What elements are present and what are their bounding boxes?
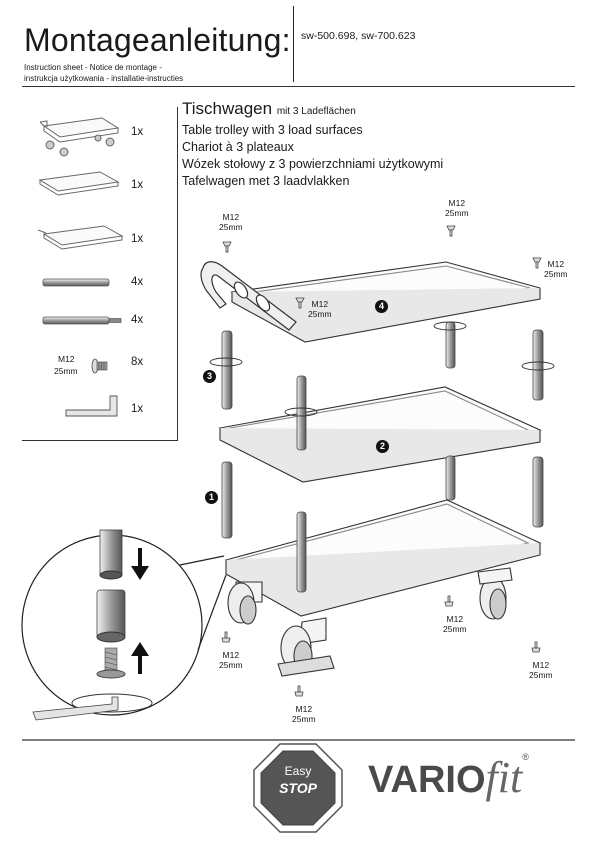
header-divider bbox=[293, 6, 294, 82]
part-qty-6: 8x bbox=[131, 356, 144, 368]
part-qty-4: 4x bbox=[131, 276, 144, 288]
part-icon-top-shelf bbox=[37, 225, 124, 250]
parts-list-panel bbox=[22, 107, 178, 441]
part-icon-short-tube bbox=[42, 278, 110, 287]
product-line-pl: Wózek stołowy z 3 powierzchniami użytkow… bbox=[182, 157, 444, 171]
subtitle-line-2: instrukcja użytkowania - installatie-ins… bbox=[24, 74, 184, 83]
product-line-nl: Tafelwagen met 3 laadvlakken bbox=[182, 174, 350, 188]
article-numbers: sw-500.698, sw-700.623 bbox=[301, 30, 416, 42]
product-line-fr: Chariot à 3 plateaux bbox=[182, 140, 294, 154]
arrow-up-icon bbox=[131, 642, 149, 674]
casters bbox=[227, 567, 513, 677]
detail-parts bbox=[32, 529, 153, 721]
header-rule bbox=[22, 86, 575, 87]
subtitle-line-1: Instruction sheet - Notice de montage - bbox=[24, 63, 162, 72]
product-name-main: Tischwagen bbox=[182, 99, 273, 118]
part-screw-size: M12 bbox=[58, 354, 75, 364]
badge-stop-text: STOP bbox=[279, 780, 317, 796]
step-number-4: 4 bbox=[375, 300, 388, 313]
variofit-logo: VARIOfit® bbox=[368, 752, 529, 802]
trolley-screws bbox=[221, 225, 542, 697]
part-qty-2: 1x bbox=[131, 179, 144, 191]
part-icon-allen-key bbox=[65, 395, 118, 417]
part-icon-screw bbox=[91, 358, 108, 374]
easy-stop-badge bbox=[253, 743, 343, 833]
document-title: Montageanleitung: bbox=[24, 22, 291, 58]
support-tubes bbox=[221, 321, 544, 593]
top-shelf bbox=[230, 261, 541, 343]
part-icon-middle-shelf bbox=[38, 171, 120, 196]
part-qty-5: 4x bbox=[131, 314, 144, 326]
part-qty-7: 1x bbox=[131, 403, 144, 415]
rotation-arrows bbox=[209, 321, 555, 417]
step-number-1: 1 bbox=[205, 491, 218, 504]
badge-easy-text: Easy bbox=[284, 764, 312, 778]
product-name: Tischwagen mit 3 Ladeflächen bbox=[182, 99, 356, 119]
part-icon-tube-with-thread bbox=[42, 316, 122, 325]
part-qty-1: 1x bbox=[131, 126, 144, 138]
part-screw-length: 25mm bbox=[54, 366, 78, 376]
product-name-suffix: mit 3 Ladeflächen bbox=[276, 106, 356, 117]
part-icon-shelf-with-casters bbox=[39, 117, 120, 157]
step-number-3: 3 bbox=[203, 370, 216, 383]
handle bbox=[200, 261, 297, 331]
part-qty-3: 1x bbox=[131, 233, 144, 245]
step-number-2: 2 bbox=[376, 440, 389, 453]
product-line-en: Table trolley with 3 load surfaces bbox=[182, 123, 363, 137]
middle-shelf bbox=[218, 386, 542, 483]
arrow-down-icon bbox=[131, 548, 149, 580]
